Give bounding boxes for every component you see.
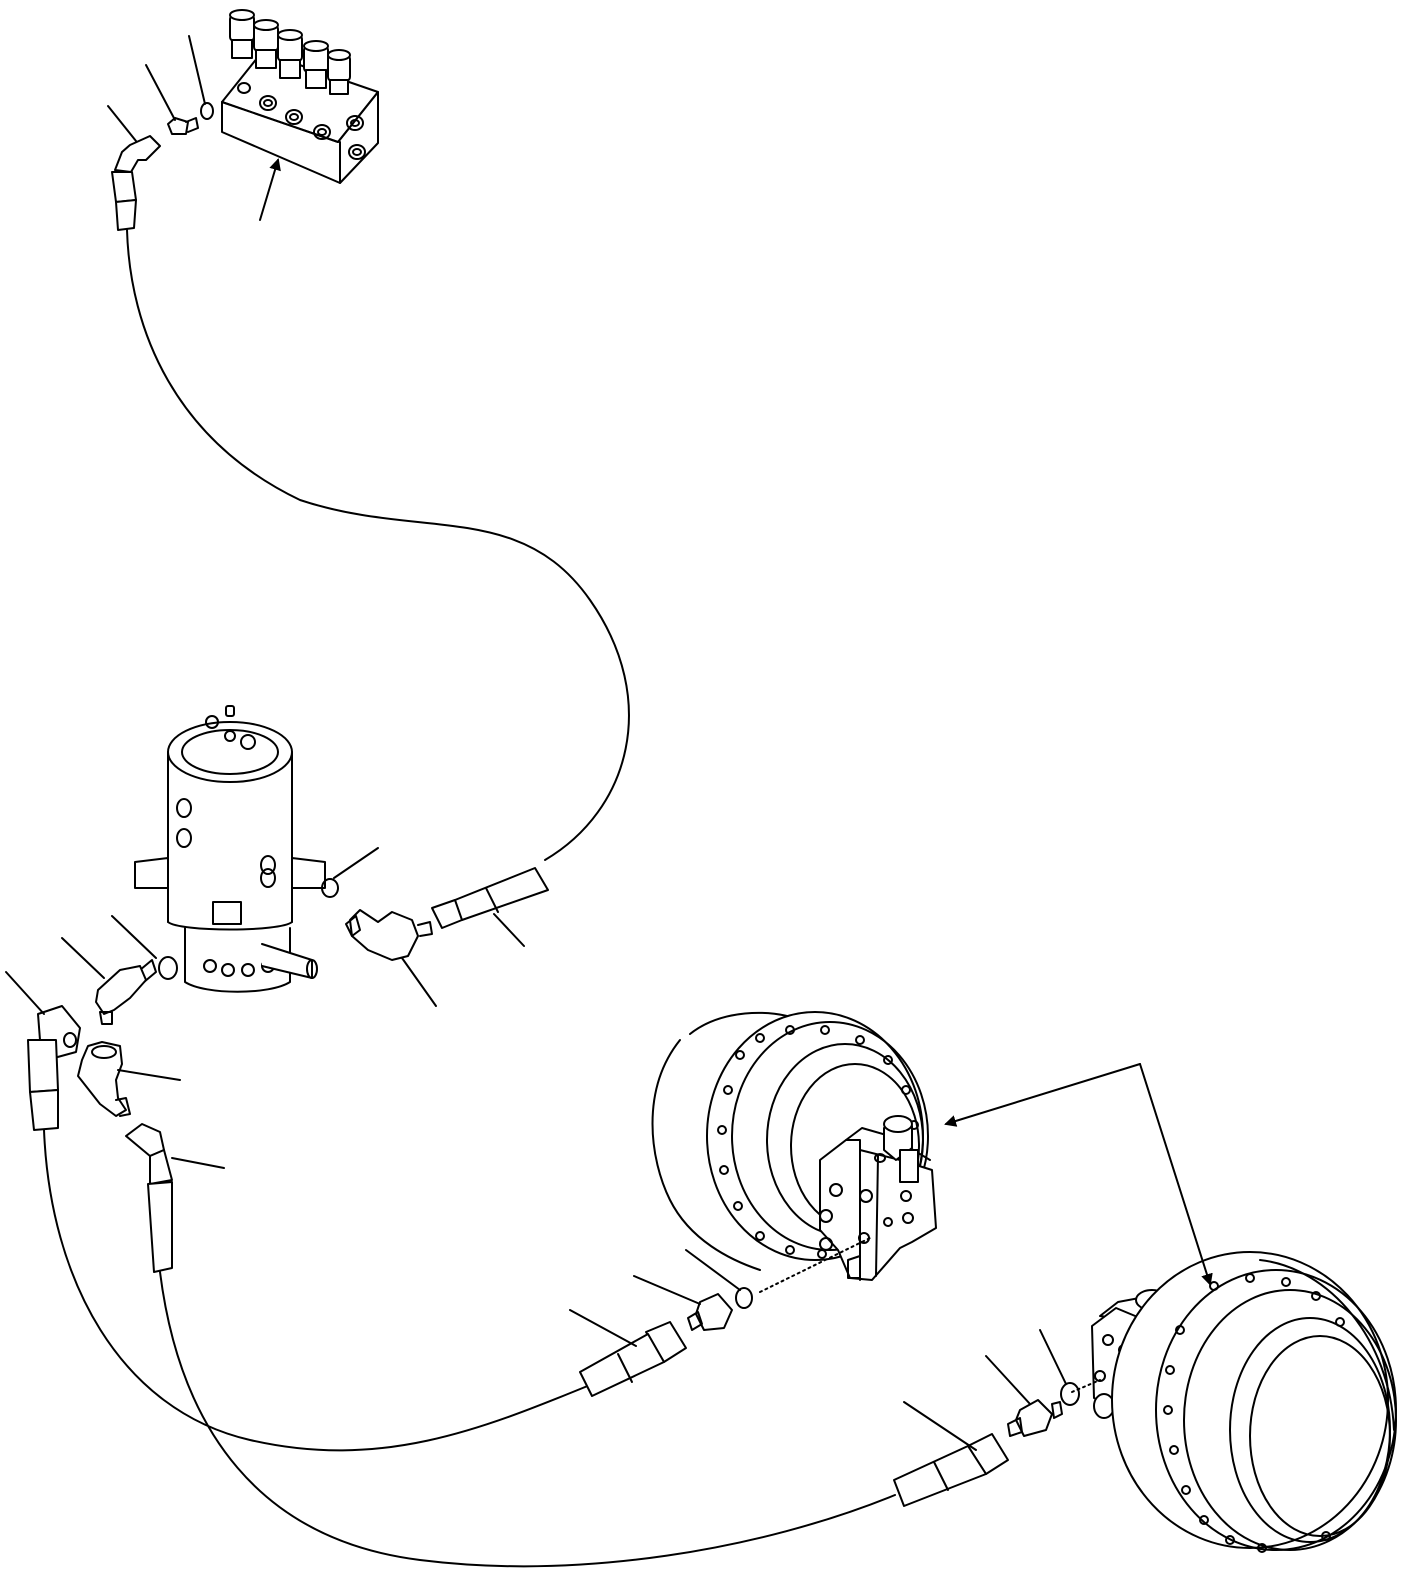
hose-end-left-b	[126, 1124, 164, 1156]
swivel-left-fittings	[28, 957, 177, 1272]
hose-valve-to-swivel	[127, 230, 629, 860]
adapter-valve	[168, 118, 188, 134]
elbow-swivel-right	[350, 910, 418, 960]
hose-swivel-to-motor-right	[160, 1272, 895, 1566]
motor-right-fittings	[894, 1380, 1100, 1506]
tee-fitting	[78, 1042, 126, 1116]
hose-end-swivel-right	[432, 900, 462, 928]
swivel-right-fittings	[322, 868, 548, 960]
valve-pointer-arrow	[260, 158, 281, 220]
motor-pointer-line	[944, 1064, 1140, 1127]
swivel-joint	[135, 706, 325, 992]
travel-motor-left	[653, 1012, 937, 1280]
o-ring-motor-right	[1061, 1383, 1079, 1405]
o-ring-swivel-left	[159, 957, 177, 979]
elbow-swivel-left	[96, 966, 146, 1014]
elbow-valve	[115, 136, 160, 172]
o-ring-swivel-right	[322, 879, 338, 897]
o-ring-valve	[201, 103, 213, 119]
o-ring-motor-left	[736, 1288, 752, 1308]
relief-valve-caps	[230, 10, 350, 94]
travel-motor-right	[1092, 1252, 1396, 1552]
motor-pointer-line-2	[1140, 1064, 1213, 1286]
motor-left-fittings	[580, 1238, 870, 1396]
hose-swivel-to-motor-left	[44, 1130, 590, 1450]
control-valve-block	[222, 10, 378, 183]
valve-fittings	[112, 103, 213, 230]
